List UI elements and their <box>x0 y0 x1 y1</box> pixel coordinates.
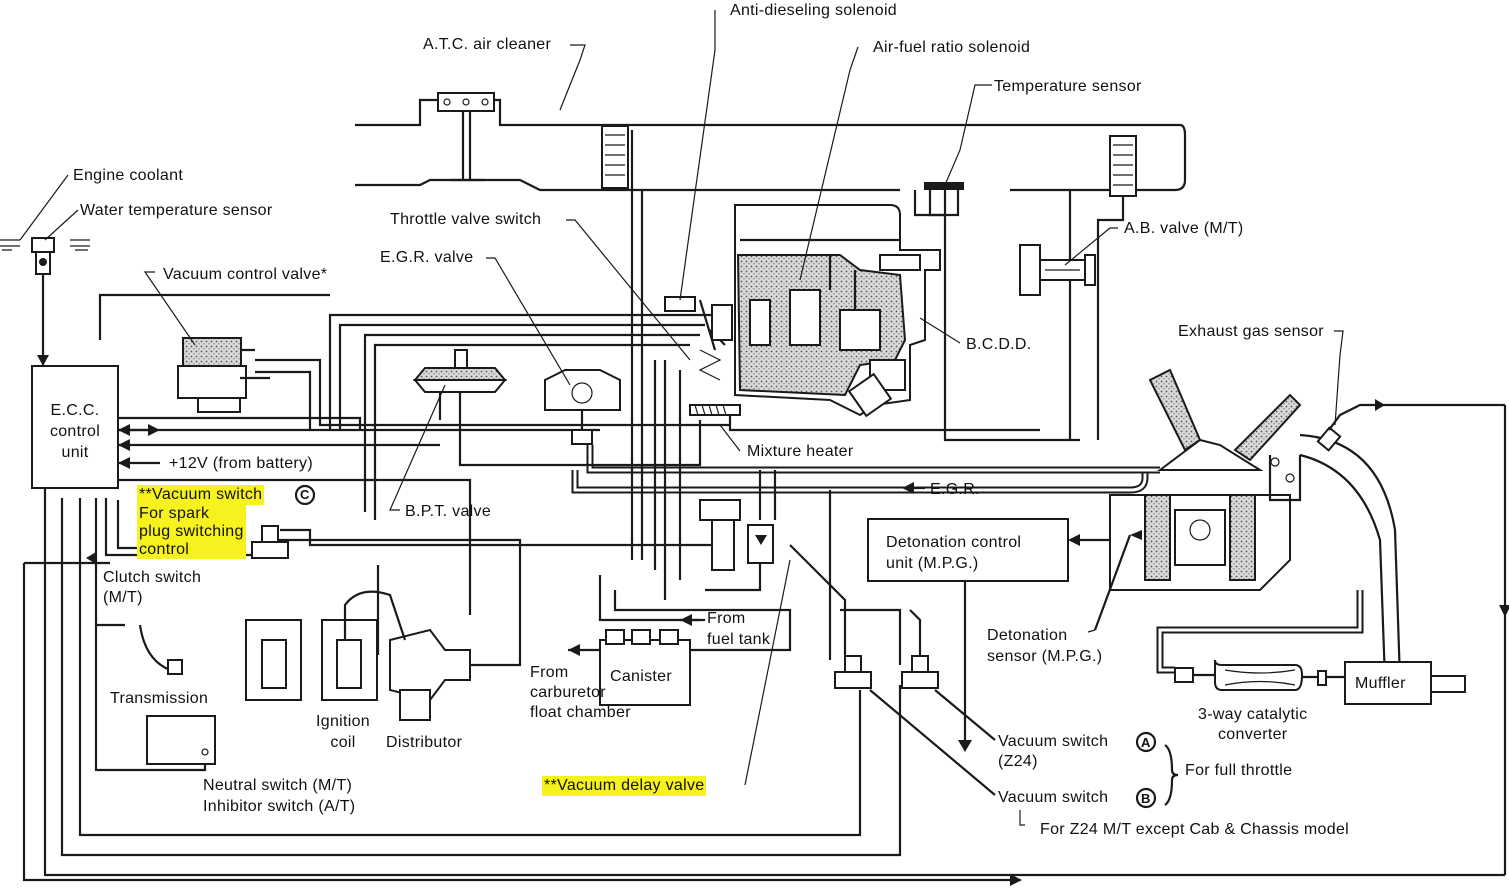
detonation-control-unit-label: Detonation control unit (M.P.G.) <box>886 534 1022 572</box>
egr-flow-arrow <box>902 482 925 494</box>
spark-plug-switching-label: For spark plug switching control <box>137 505 246 559</box>
water-temperature-sensor-assembly <box>0 237 90 275</box>
ab-valve-body <box>1019 244 1096 296</box>
transmission-parts <box>138 624 216 765</box>
full-throttle-label: For full throttle <box>1185 762 1293 779</box>
battery-12v-label: +12V (from battery) <box>169 455 313 472</box>
engine-coolant-label: Engine coolant <box>73 167 184 184</box>
circled-letters <box>294 484 1157 809</box>
distributor-label: Distributor <box>386 734 463 751</box>
vacuum-switch-bodies <box>251 525 996 796</box>
from-fuel-tank-label: From fuel tank <box>707 610 771 648</box>
vacuum-switch-b-label: Vacuum switch <box>998 789 1109 806</box>
air-fuel-ratio-solenoid-label: Air-fuel ratio solenoid <box>873 39 1031 56</box>
z24-mt-note-label: For Z24 M/T except Cab & Chassis model <box>1040 821 1349 838</box>
exhaust-gas-sensor-label: Exhaust gas sensor <box>1178 323 1324 340</box>
atc-air-cleaner-label: A.T.C. air cleaner <box>423 36 552 53</box>
from-carburetor-label: From carburetor float chamber <box>530 664 631 721</box>
anti-dieseling-solenoid-label: Anti-dieseling solenoid <box>730 2 898 19</box>
full-throttle-brace <box>1164 744 1179 806</box>
mixture-heater-label: Mixture heater <box>747 443 854 460</box>
engine-cylinder-assembly <box>1109 368 1402 681</box>
ab-valve-label: A.B. valve (M/T) <box>1124 220 1244 237</box>
bpt-valve-body <box>412 349 508 393</box>
egr-valve-body <box>544 369 621 445</box>
carburetor-assembly <box>734 204 941 418</box>
bpt-valve-label: B.P.T. valve <box>405 503 492 520</box>
ecc-control-unit-label: E.C.C. control unit <box>49 402 101 461</box>
vacuum-switch-a-label: Vacuum switch <box>998 733 1109 750</box>
temperature-sensor-label: Temperature sensor <box>994 78 1142 95</box>
ignition-coil-label: Ignition coil <box>316 713 370 751</box>
egr-flow-label: E.G.R. <box>930 481 980 498</box>
vacuum-switch-b-letter: B <box>1141 791 1151 806</box>
throttle-area-parts <box>664 296 741 416</box>
air-cleaner-assembly <box>355 92 1187 440</box>
ecc-wiring <box>22 270 1509 886</box>
catalytic-converter-label: 3-way catalytic converter <box>1198 706 1308 743</box>
exhaust-system <box>1156 590 1466 705</box>
vacuum-switch-c-letter: C <box>300 487 310 502</box>
egr-valve-label: E.G.R. valve <box>380 249 474 266</box>
throttle-valve-switch-label: Throttle valve switch <box>390 211 542 228</box>
water-temperature-sensor-label: Water temperature sensor <box>80 202 273 219</box>
vacuum-switch-c-label: **Vacuum switch <box>137 485 265 505</box>
leader-lines <box>19 10 1344 826</box>
neutral-inhibitor-switch-label: Neutral switch (M/T) Inhibitor switch (A… <box>203 777 356 815</box>
detonation-parts <box>867 518 1142 631</box>
vacuum-hose-network <box>98 130 972 752</box>
clutch-switch-label: Clutch switch (M/T) <box>103 569 202 606</box>
detonation-sensor-label: Detonation sensor (M.P.G.) <box>987 627 1103 665</box>
canister-area-parts <box>568 499 774 706</box>
temperature-sensor-body <box>924 182 964 217</box>
muffler-label: Muffler <box>1355 675 1406 692</box>
transmission-label: Transmission <box>110 690 209 707</box>
vacuum-control-valve-label: Vacuum control valve* <box>163 266 328 283</box>
vacuum-delay-valve-label: **Vacuum delay valve <box>542 776 707 796</box>
canister-label: Canister <box>610 668 672 685</box>
vacuum-control-valve-body <box>177 337 270 413</box>
bcdd-label: B.C.D.D. <box>966 336 1032 353</box>
ignition-parts <box>245 590 471 721</box>
z24-label: (Z24) <box>998 753 1038 770</box>
vacuum-switch-a-letter: A <box>1141 735 1151 750</box>
intake-manifold-pipes <box>571 190 1160 494</box>
